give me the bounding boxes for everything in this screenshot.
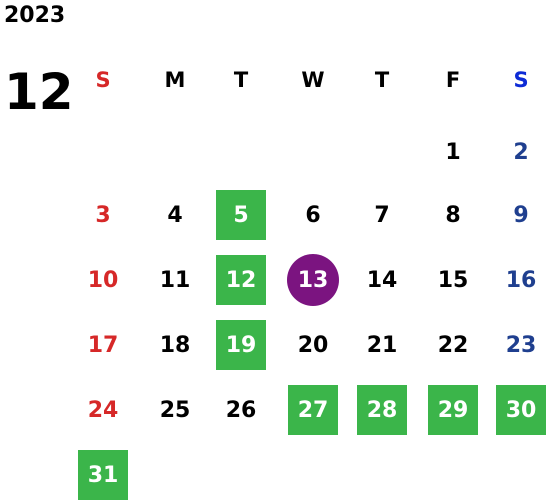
calendar-day-28[interactable]: 28	[357, 385, 407, 435]
calendar-day-16[interactable]: 16	[505, 267, 537, 293]
calendar-day-17[interactable]: 17	[87, 332, 119, 358]
weekday-header-sun: S	[95, 68, 111, 92]
calendar-day-24[interactable]: 24	[87, 397, 119, 423]
calendar-day-21[interactable]: 21	[366, 332, 398, 358]
calendar-day-7[interactable]: 7	[374, 202, 390, 228]
month-label: 12	[4, 63, 74, 121]
calendar-day-10[interactable]: 10	[87, 267, 119, 293]
calendar-day-20[interactable]: 20	[297, 332, 329, 358]
calendar-day-31[interactable]: 31	[78, 450, 128, 500]
year-label: 2023	[4, 3, 66, 28]
calendar-day-12[interactable]: 12	[216, 255, 266, 305]
calendar-day-8[interactable]: 8	[445, 202, 461, 228]
calendar-day-1[interactable]: 1	[445, 139, 461, 165]
weekday-header-sat: S	[513, 68, 529, 92]
weekday-header-fri: F	[445, 68, 461, 92]
weekday-header-tue: T	[233, 68, 249, 92]
calendar-day-14[interactable]: 14	[366, 267, 398, 293]
calendar-day-11[interactable]: 11	[159, 267, 191, 293]
calendar-day-29[interactable]: 29	[428, 385, 478, 435]
calendar-day-6[interactable]: 6	[305, 202, 321, 228]
weekday-header-wed: W	[301, 68, 325, 92]
calendar-day-2[interactable]: 2	[513, 139, 529, 165]
calendar-day-15[interactable]: 15	[437, 267, 469, 293]
calendar-day-30[interactable]: 30	[496, 385, 546, 435]
weekday-header-mon: M	[164, 68, 186, 92]
weekday-header-thu: T	[374, 68, 390, 92]
calendar-day-13[interactable]: 13	[287, 254, 339, 306]
calendar-day-25[interactable]: 25	[159, 397, 191, 423]
calendar-day-27[interactable]: 27	[288, 385, 338, 435]
calendar-day-9[interactable]: 9	[513, 202, 529, 228]
calendar-day-22[interactable]: 22	[437, 332, 469, 358]
calendar-day-4[interactable]: 4	[167, 202, 183, 228]
calendar-day-5[interactable]: 5	[216, 190, 266, 240]
calendar-day-23[interactable]: 23	[505, 332, 537, 358]
calendar-day-18[interactable]: 18	[159, 332, 191, 358]
calendar-day-26[interactable]: 26	[225, 397, 257, 423]
calendar-day-19[interactable]: 19	[216, 320, 266, 370]
calendar-day-3[interactable]: 3	[95, 202, 111, 228]
